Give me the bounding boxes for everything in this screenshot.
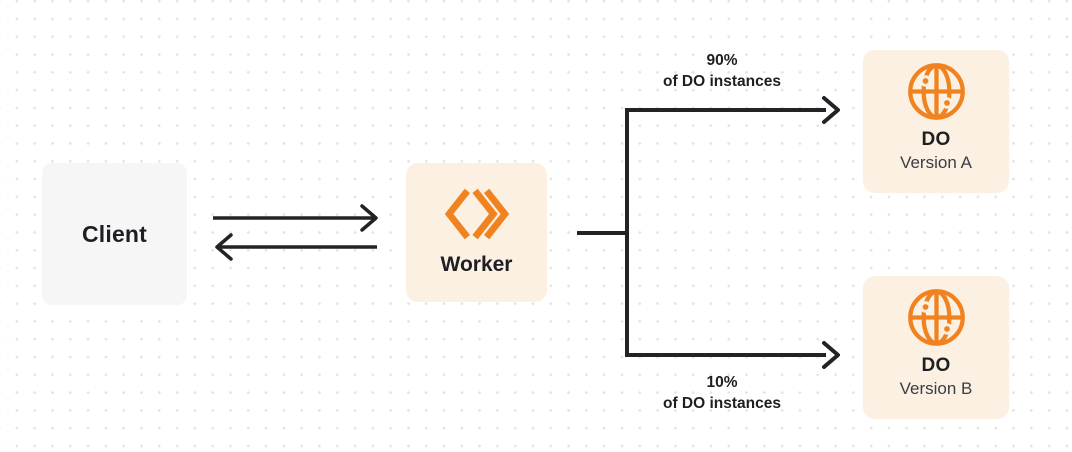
traffic-split-label-90: 90% of DO instances (632, 50, 812, 92)
percent-10-value: 10% (706, 374, 738, 391)
branch-fork-line (625, 108, 826, 357)
do-version-b-node: DO Version B (863, 276, 1009, 419)
do-version-a-node: DO Version A (863, 50, 1009, 193)
worker-label: Worker (440, 253, 513, 276)
durable-object-globe-icon (907, 289, 965, 346)
client-node: Client (42, 163, 187, 305)
do-b-subtitle: Version B (899, 379, 973, 398)
arrowhead-left-icon (215, 233, 233, 261)
worker-node: Worker (406, 163, 547, 302)
do-a-subtitle: Version A (900, 153, 972, 172)
percent-10-caption: of DO instances (663, 395, 781, 412)
cloudflare-workers-icon (444, 188, 509, 240)
durable-object-globe-icon (907, 63, 965, 120)
arrowhead-to-do-b-icon (822, 341, 840, 369)
client-label: Client (81, 220, 148, 247)
percent-90-value: 90% (706, 52, 738, 69)
traffic-split-label-10: 10% of DO instances (632, 372, 812, 414)
do-a-title: DO (921, 129, 951, 150)
do-b-title: DO (921, 355, 951, 376)
arrowhead-to-do-a-icon (822, 96, 840, 124)
arrowhead-right-icon (360, 204, 378, 232)
percent-90-caption: of DO instances (663, 73, 781, 90)
